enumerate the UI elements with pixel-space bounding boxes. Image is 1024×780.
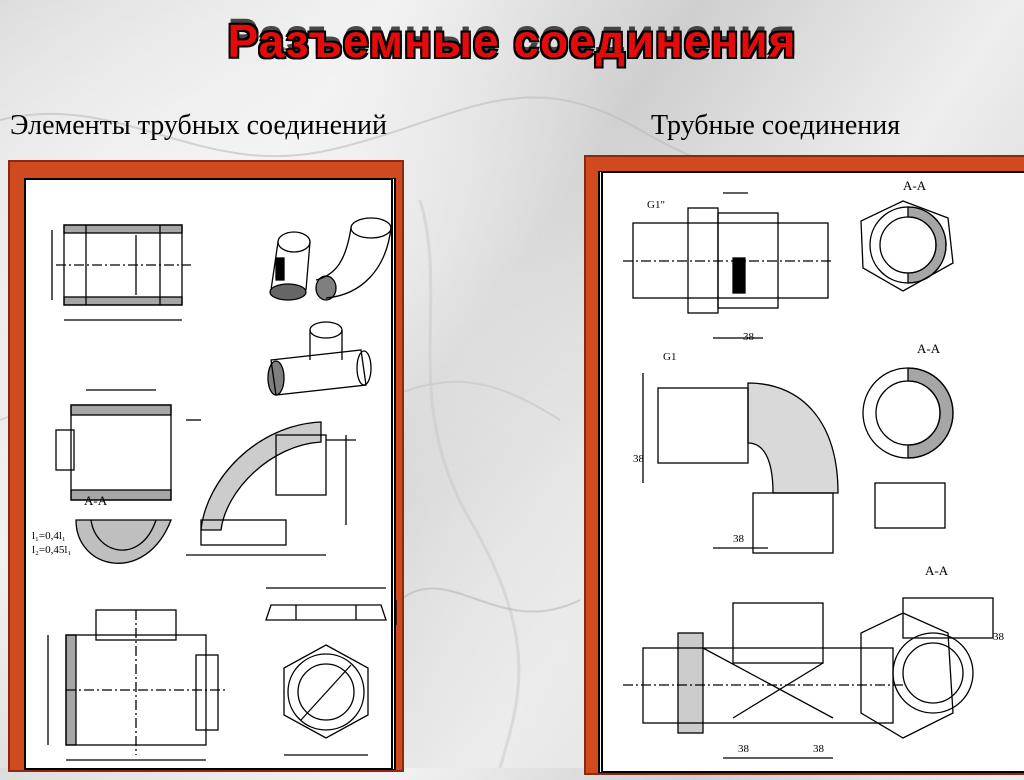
- tee-section: [47, 609, 226, 761]
- elbow-section-label: A-A: [917, 341, 941, 356]
- tee-section-label: A-A: [925, 563, 949, 578]
- dim-38-union: 38: [743, 331, 754, 343]
- union-joint: [623, 192, 833, 339]
- pipe-elements-svg: [47, 217, 397, 761]
- page-title-text: Разъемные соединения: [227, 15, 797, 67]
- elbow-section-aa: [862, 367, 954, 529]
- left-heading: Элементы трубных соединений: [10, 110, 388, 141]
- thread-label-g1: G1: [663, 351, 677, 363]
- tee-iso: [267, 321, 372, 396]
- elbow-joint: [642, 373, 839, 554]
- right-heading: Трубные соединения: [651, 110, 901, 141]
- pipe-joints-frame: A-A A-A A-A G1" G1 38 38 38 38 38 38: [584, 155, 1024, 775]
- locknut-plan: [283, 644, 369, 756]
- nut-section: [55, 389, 201, 501]
- tee-section-aa: [860, 597, 994, 739]
- pipe-joints-svg: [623, 192, 994, 759]
- union-section-aa: [860, 200, 954, 292]
- tee-joint: [623, 602, 903, 759]
- half-section: [75, 519, 172, 564]
- union-section-label: A-A: [903, 178, 927, 193]
- dim-38-elbow-h: 38: [733, 533, 744, 545]
- elbow-section: [186, 421, 356, 556]
- pipe-joints-drawing: A-A A-A A-A G1" G1 38 38 38 38 38 38: [598, 171, 1024, 773]
- pipe-elements-drawing: A-A l₁=0,4l₁ l₂=0,45l₁: [24, 178, 397, 770]
- locknut-profile: [265, 587, 397, 625]
- dim-38-tee-section: 38: [993, 631, 1004, 643]
- formula-2: l₂=0,45l₁: [32, 544, 72, 556]
- thread-label-g1-in: G1": [647, 199, 665, 211]
- dim-38-elbow-v: 38: [633, 453, 644, 465]
- page-title: Разъемные соединения Разъемные соединени…: [0, 9, 1024, 68]
- section-label-aa: A-A: [84, 493, 108, 508]
- coupling-iso: [269, 217, 392, 301]
- page-title-shadow: Разъемные соединения: [227, 9, 797, 61]
- pipe-elements-frame: A-A l₁=0,4l₁ l₂=0,45l₁: [8, 160, 404, 772]
- coupling-drawing: [51, 224, 191, 321]
- dim-38-tee-left: 38: [738, 743, 749, 755]
- dim-38-tee-right: 38: [813, 743, 824, 755]
- formula-1: l₁=0,4l₁: [32, 530, 66, 542]
